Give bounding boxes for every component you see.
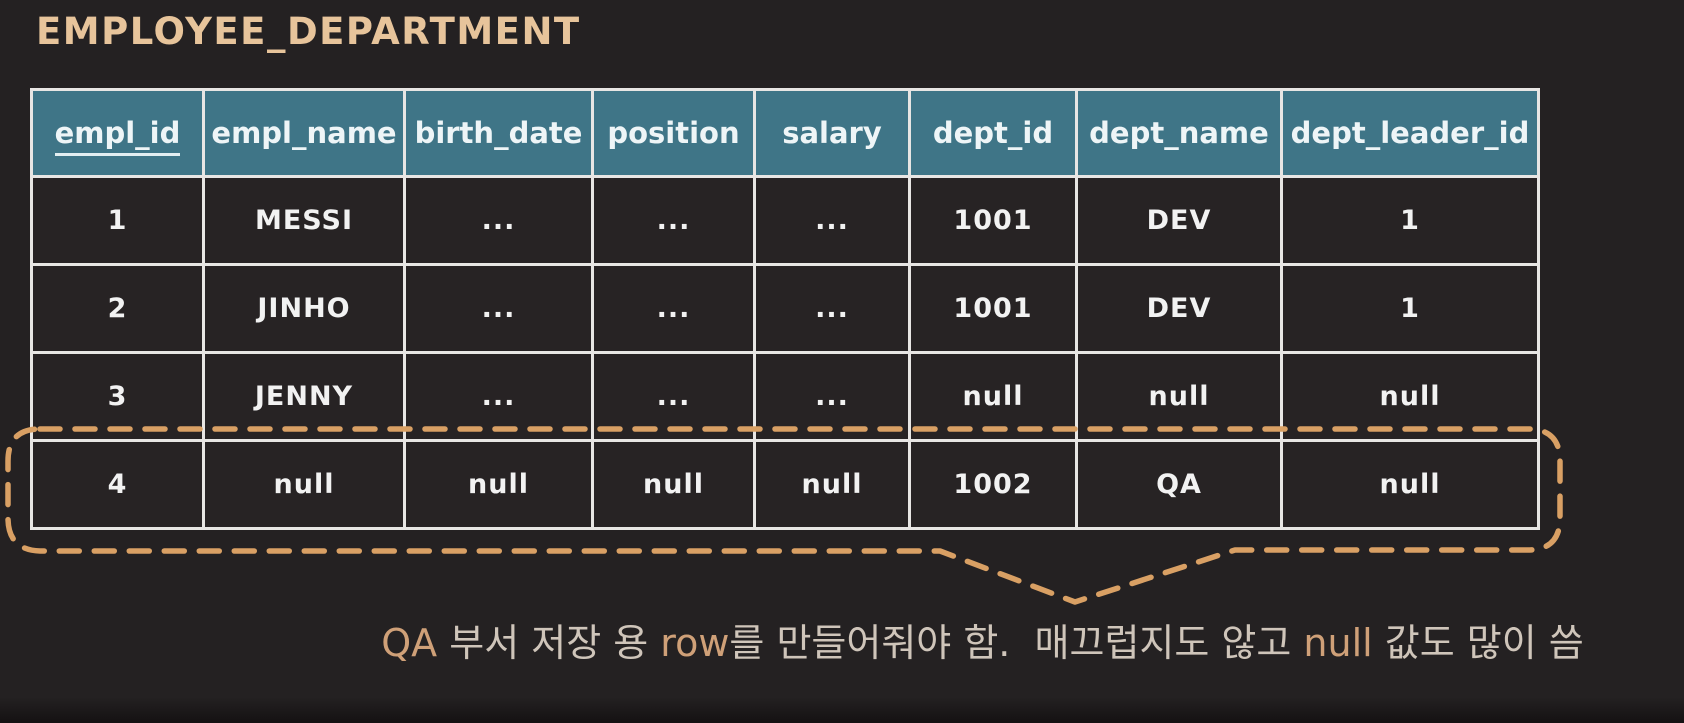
column-header-label: empl_name [211, 116, 397, 150]
cell-position: ... [591, 351, 756, 442]
cell-empl_id: 1 [30, 175, 205, 266]
column-header-label: dept_name [1089, 116, 1269, 150]
cell-position: null [591, 439, 756, 530]
column-header-label: birth_date [414, 116, 583, 150]
caption-text: 부서 저장 용 [437, 621, 661, 665]
column-header-birth_date: birth_date [403, 88, 594, 178]
cell-dept_name: DEV [1075, 175, 1283, 266]
table-header-row: empl_id empl_name birth_date position salary… [30, 88, 1540, 178]
cell-dept_id: 1001 [908, 175, 1078, 266]
caption-keyword: row [660, 621, 730, 665]
column-header-salary: salary [753, 88, 911, 178]
column-header-dept_id: dept_id [908, 88, 1078, 178]
column-header-empl_name: empl_name [202, 88, 406, 178]
column-header-label: dept_leader_id [1290, 116, 1530, 150]
column-header-label: empl_id [54, 116, 181, 156]
cell-empl_name: JINHO [202, 263, 406, 354]
cell-dept_name: QA [1075, 439, 1283, 530]
page-title: EMPLOYEE_DEPARTMENT [36, 10, 581, 53]
table-header: empl_id empl_name birth_date position salary… [30, 88, 1540, 178]
cell-empl_name: null [202, 439, 406, 530]
cell-dept_name: null [1075, 351, 1283, 442]
cell-dept_name: DEV [1075, 263, 1283, 354]
caption: QA 부서 저장 용 row를 만들어줘야 함. 매끄럽지도 않고 null 값… [295, 612, 1670, 667]
cell-birth_date: null [403, 439, 594, 530]
cell-empl_id: 4 [30, 439, 205, 530]
cell-position: ... [591, 263, 756, 354]
caption-text: 를 만들어줘야 함. 매끄럽지도 않고 [729, 621, 1304, 665]
column-header-dept_name: dept_name [1075, 88, 1283, 178]
cell-dept_id: 1001 [908, 263, 1078, 354]
column-header-empl_id: empl_id [30, 88, 205, 178]
cell-salary: ... [753, 351, 911, 442]
cell-birth_date: ... [403, 351, 594, 442]
cell-salary: null [753, 439, 911, 530]
bottom-shade [0, 697, 1684, 723]
column-header-label: position [607, 116, 740, 150]
cell-salary: ... [753, 263, 911, 354]
cell-empl_id: 3 [30, 351, 205, 442]
employee-department-table: empl_id empl_name birth_date position salary… [30, 88, 1540, 530]
cell-empl_name: MESSI [202, 175, 406, 266]
cell-salary: ... [753, 175, 911, 266]
cell-empl_id: 2 [30, 263, 205, 354]
cell-dept_id: 1002 [908, 439, 1078, 530]
column-header-label: salary [782, 116, 882, 150]
cell-birth_date: ... [403, 175, 594, 266]
column-header-position: position [591, 88, 756, 178]
cell-dept_id: null [908, 351, 1078, 442]
caption-text: 값도 많이 씀 [1372, 621, 1584, 665]
cell-dept_leader_id: 1 [1280, 263, 1540, 354]
column-header-dept_leader_id: dept_leader_id [1280, 88, 1540, 178]
cell-dept_leader_id: null [1280, 439, 1540, 530]
cell-dept_leader_id: null [1280, 351, 1540, 442]
cell-birth_date: ... [403, 263, 594, 354]
cell-empl_name: JENNY [202, 351, 406, 442]
cell-position: ... [591, 175, 756, 266]
caption-keyword: null [1303, 621, 1373, 665]
cell-dept_leader_id: 1 [1280, 175, 1540, 266]
column-header-label: dept_id [932, 116, 1054, 150]
caption-keyword: QA [381, 621, 438, 665]
